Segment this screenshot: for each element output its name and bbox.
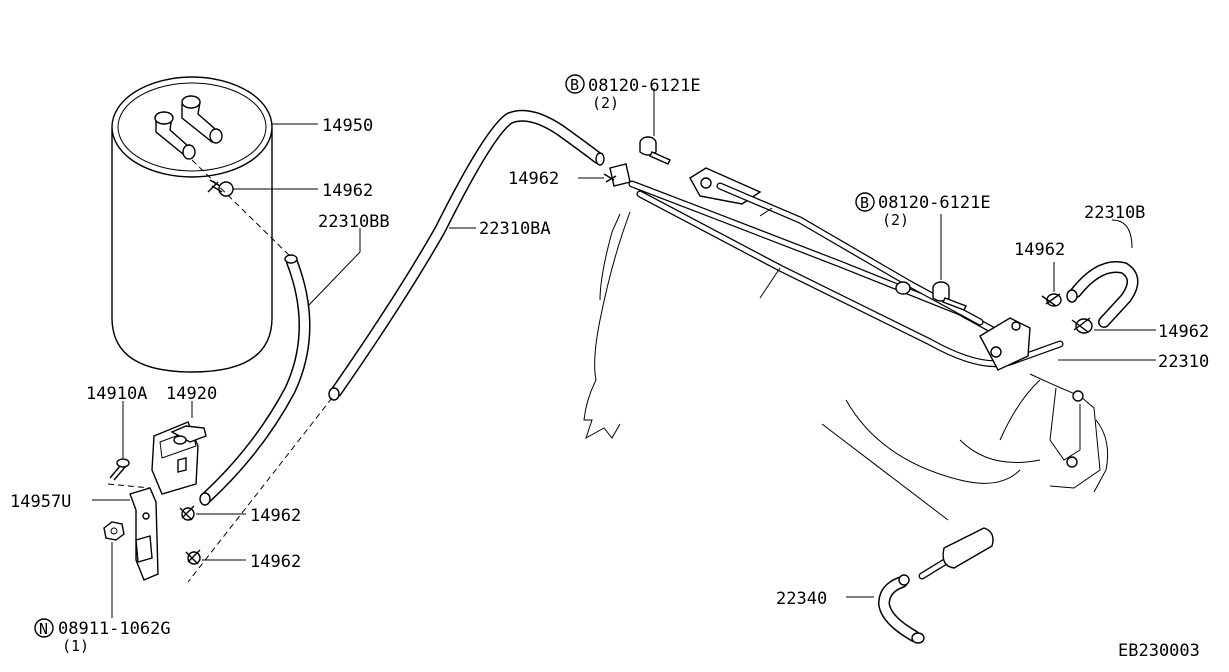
clamp-bracket-lower [185,549,201,565]
bolt-marker-text: B [860,194,869,212]
label-hose-bb: 22310BB [318,212,390,232]
hose-22310bb [199,254,311,506]
label-screw: 14910A [86,384,147,404]
screw-14910a [109,458,130,481]
diagram-code: EB230003 [1118,641,1200,661]
clamp-right-lower [1071,317,1093,334]
label-hose-b: 22310B [1084,203,1145,223]
hose-22340 [877,527,994,644]
bolt-marker-top: B [565,74,585,94]
hose-22310ba [328,109,605,401]
label-clamp-canister: 14962 [322,181,373,201]
label-bracket: 14957U [10,492,71,512]
label-clamp-right-upper: 14962 [1014,240,1065,260]
label-clamp-top: 14962 [508,169,559,189]
label-hose-22340: 22340 [776,589,827,609]
clamp-top [603,163,631,187]
label-hose-ba: 22310BA [479,219,551,239]
label-tube: 22310 [1158,352,1209,372]
label-canister: 14950 [322,116,373,136]
label-bolt-mid-qty: (2) [882,211,909,229]
clamp-right-upper [1041,293,1062,307]
bolt-marker-mid: B [855,192,875,212]
label-clamp-right-lower: 14962 [1158,322,1209,342]
tube-assembly [628,167,1064,371]
nut-marker: N [34,618,54,638]
label-bolt-top-part: 08120-6121E [588,76,701,96]
label-nut-qty: (1) [62,637,89,655]
engine-outline [583,211,1109,521]
nut-marker-text: N [39,620,48,638]
label-bolt-top-qty: (2) [592,94,619,112]
bolt-mid [932,281,967,311]
label-clamp-bracket-upper: 14962 [250,506,301,526]
bracket-14957u [129,487,159,581]
label-nut-part: 08911-1062G [58,619,171,639]
bolt-top [639,136,671,165]
hose-22310b [1066,261,1139,328]
canister [111,76,273,373]
nut-08911 [103,521,125,541]
bolt-marker-text: B [570,76,579,94]
label-bolt-mid-part: 08120-6121E [878,193,991,213]
clamp-bracket-upper [179,505,195,521]
label-valve: 14920 [166,384,217,404]
valve-14920 [151,421,207,495]
clamp-canister [207,179,234,197]
label-clamp-bracket-lower: 14962 [250,552,301,572]
